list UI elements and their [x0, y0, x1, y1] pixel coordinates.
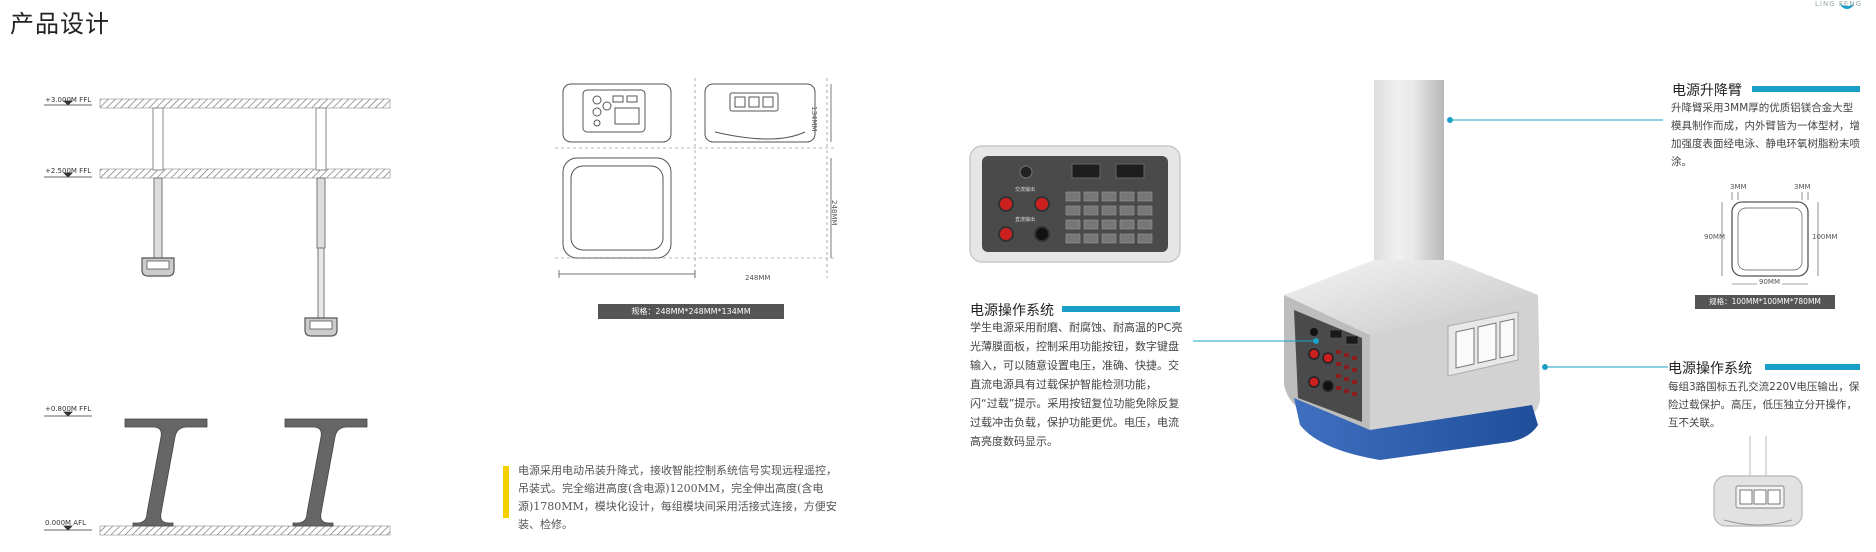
lift-arm-text: 升降臂采用3MM厚的优质铝镁合金大型模具制作而成，内外臂皆为一体型材，增加强度表… — [1671, 102, 1860, 168]
panel-label-ac: 交流输出 — [1015, 187, 1036, 193]
arm-cross-section — [1721, 192, 1819, 285]
outlet-system-accent — [1765, 364, 1860, 370]
elevation-drawing — [44, 98, 391, 536]
callout-lines — [1193, 117, 1668, 370]
operation-panel-text: 学生电源采用耐磨、耐腐蚀、耐高温的PC亮光薄膜面板，控制采用功能按钮，数字键盘输… — [970, 321, 1183, 448]
level-label-0800: +0.800M FFL — [45, 405, 92, 413]
level-label-2500: +2.500M FFL — [45, 167, 92, 175]
lift-arm-accent — [1752, 86, 1860, 92]
outlet-image — [1713, 436, 1803, 527]
level-label-0000: 0.000M AFL — [45, 519, 87, 527]
center-description: 电源采用电动吊装升降式，接收智能控制系统信号实现远程遥控，吊装式。完全缩进高度(… — [518, 464, 837, 531]
lab-table-right — [284, 418, 368, 527]
section-dim-top-right: 3MM — [1794, 183, 1811, 191]
outlet-system-title: 电源操作系统 — [1668, 361, 1752, 377]
product-render — [1284, 80, 1540, 460]
level-label-3000: +3.000M FFL — [45, 96, 92, 104]
ceiling-slab-lower — [99, 168, 391, 179]
section-dim-bottom: 90MM — [1757, 278, 1782, 286]
lab-table-left — [124, 418, 208, 527]
section-dim-right: 100MM — [1812, 233, 1838, 241]
panel-label-dc: 直流输出 — [1015, 217, 1036, 223]
dim-height-134: 134MM — [810, 106, 818, 132]
section-dim-left: 90MM — [1704, 233, 1725, 241]
outlet-system-text: 每组3路国标五孔交流220V电压输出，保险过载保护。高压，低压独立分开操作，互不… — [1668, 381, 1860, 429]
orthographic-drawing — [555, 78, 835, 278]
lift-arm-title: 电源升降臂 — [1672, 83, 1742, 99]
lift-arm-spec-label: 规格：100MM*100MM*780MM — [1695, 295, 1835, 309]
ceiling-slab-upper — [99, 98, 391, 109]
brand-logo-icon — [1840, 0, 1854, 9]
section-dim-top-left: 3MM — [1730, 183, 1747, 191]
operation-panel-accent — [1062, 306, 1180, 312]
dim-height-248: 248MM — [830, 200, 838, 226]
center-spec-label: 规格：248MM*248MM*134MM — [598, 304, 784, 319]
page-title: 产品设计 — [10, 10, 110, 38]
control-panel-image — [969, 145, 1181, 263]
dim-width-248: 248MM — [745, 274, 771, 282]
floor-slab — [99, 525, 391, 536]
description-marker — [503, 466, 509, 518]
brand-name: LING FENG — [1815, 0, 1862, 8]
operation-panel-title: 电源操作系统 — [970, 303, 1054, 319]
